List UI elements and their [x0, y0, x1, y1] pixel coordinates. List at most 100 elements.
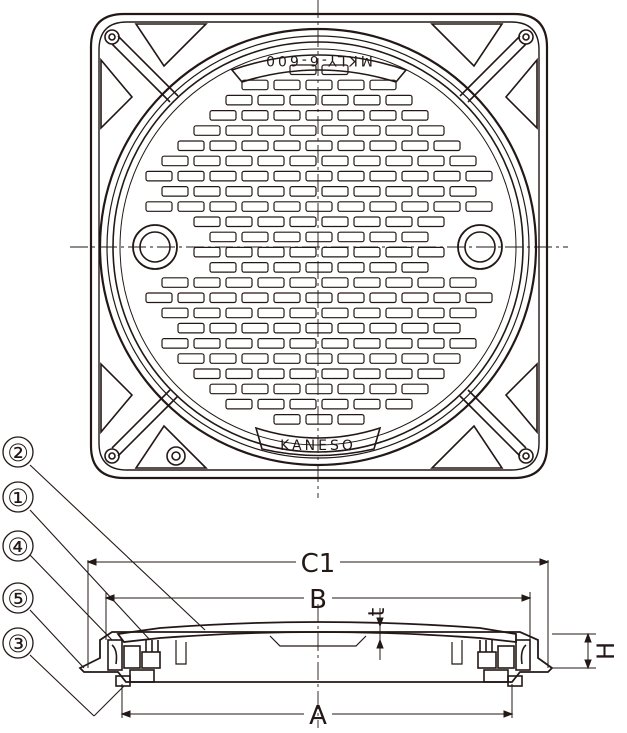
brick: [145, 201, 173, 212]
section-view: C1 B A H: [29, 464, 620, 731]
brick: [225, 368, 253, 380]
brick: [241, 262, 269, 273]
section-left-detail: [107, 639, 161, 687]
callout-5: ⑤: [2, 582, 34, 614]
plan-view: MKLY-6-600 KANESO: [70, 0, 568, 498]
brick-pattern: [145, 64, 493, 425]
brick: [145, 170, 173, 182]
brick: [369, 262, 397, 273]
brick: [177, 322, 205, 334]
frame-outline: [89, 12, 549, 480]
brick: [305, 231, 333, 243]
brick: [449, 277, 477, 288]
frame-inner-outline: [98, 21, 540, 471]
brick: [321, 368, 349, 380]
dimension-t: [376, 608, 384, 660]
brick: [369, 322, 397, 334]
brick: [353, 307, 381, 319]
brick: [161, 186, 189, 197]
brick: [417, 277, 445, 288]
brick: [273, 79, 301, 91]
brick: [417, 216, 445, 228]
brick: [433, 322, 461, 334]
brick: [177, 170, 205, 182]
center-lines: [70, 0, 568, 498]
brick: [369, 79, 397, 91]
brick: [289, 277, 317, 288]
brick: [241, 79, 269, 91]
brick: [305, 353, 333, 364]
brick: [321, 186, 349, 197]
brick: [353, 368, 381, 380]
brick: [337, 383, 365, 395]
brick: [337, 353, 365, 364]
dimension-c1-label: C1: [301, 549, 336, 579]
brick: [241, 170, 269, 182]
brick: [241, 140, 269, 152]
brick: [369, 383, 397, 395]
brick: [353, 216, 381, 228]
bottom-marking-plate: KANESO: [254, 426, 382, 457]
brick: [385, 216, 413, 228]
brick: [385, 398, 413, 410]
brick: [305, 79, 333, 91]
brick: [289, 246, 317, 258]
brick: [209, 231, 237, 243]
brick: [241, 383, 269, 395]
brick: [193, 125, 221, 136]
brick: [225, 155, 253, 167]
brick: [273, 231, 301, 243]
brick: [209, 353, 237, 364]
brick: [273, 414, 301, 425]
brick: [257, 307, 285, 319]
brick: [401, 262, 429, 273]
brick: [305, 140, 333, 152]
brick: [385, 94, 413, 106]
brick: [385, 246, 413, 258]
brick: [161, 277, 189, 288]
brick: [321, 246, 349, 258]
brick: [241, 201, 269, 212]
dimension-b: [104, 592, 532, 640]
brick: [225, 216, 253, 228]
svg-text:⑤: ⑤: [7, 585, 29, 613]
brick: [177, 292, 205, 304]
brick: [353, 338, 381, 349]
brick: [257, 277, 285, 288]
brick: [337, 322, 365, 334]
brick: [161, 307, 189, 319]
brick: [465, 292, 493, 304]
brick: [401, 231, 429, 243]
brick: [305, 262, 333, 273]
brick: [433, 292, 461, 304]
brick: [273, 140, 301, 152]
brick: [257, 368, 285, 380]
callout-2: ②: [2, 436, 34, 468]
dimension-b-label: B: [309, 585, 327, 615]
brick: [401, 109, 429, 121]
brick: [433, 140, 461, 152]
brick: [257, 338, 285, 349]
brick: [401, 292, 429, 304]
brick: [321, 338, 349, 349]
brick: [305, 322, 333, 334]
brick: [433, 170, 461, 182]
brick: [337, 201, 365, 212]
brick: [353, 246, 381, 258]
brick: [225, 338, 253, 349]
brick: [385, 186, 413, 197]
brick: [369, 292, 397, 304]
dimension-c1: [86, 558, 550, 668]
bottom-marking-text: KANESO: [280, 438, 356, 454]
brick: [241, 231, 269, 243]
brick: [273, 262, 301, 273]
brick: [401, 322, 429, 334]
dimension-a-label: A: [309, 701, 327, 731]
brick: [241, 353, 269, 364]
brick: [305, 109, 333, 121]
brick: [257, 398, 285, 410]
brick: [273, 201, 301, 212]
brick: [305, 170, 333, 182]
brick: [193, 216, 221, 228]
brick: [417, 307, 445, 319]
